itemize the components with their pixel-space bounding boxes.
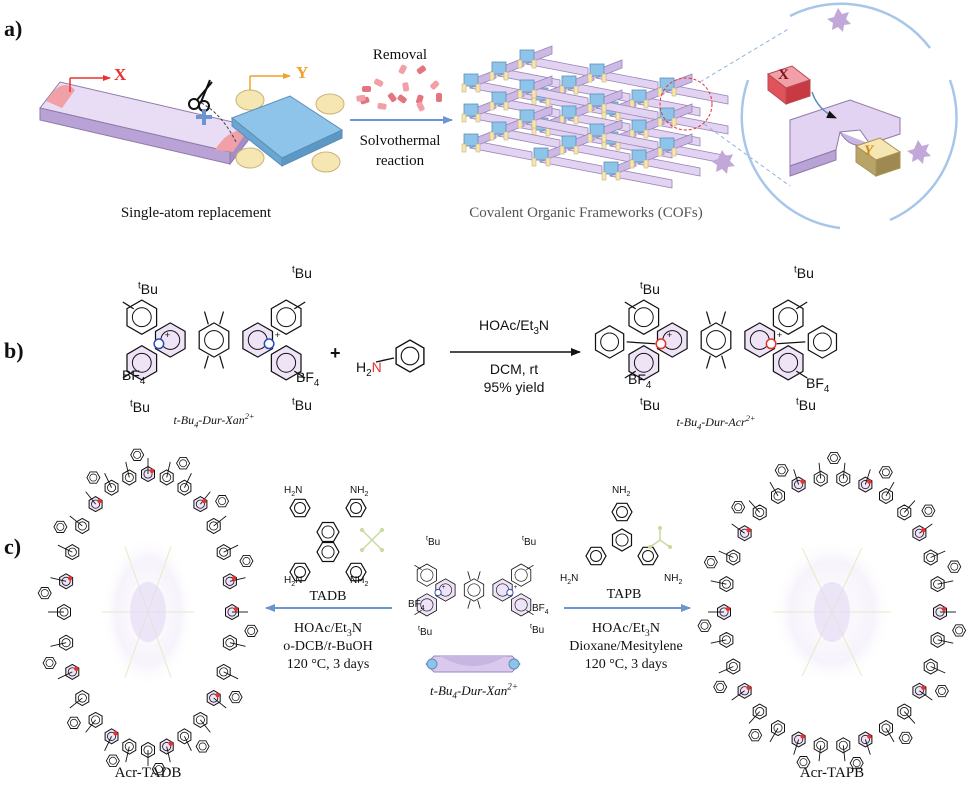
panel-label-c: c) [4, 534, 22, 559]
tbu-label: tBu [138, 280, 158, 297]
center-xanthenium-structure: ++ [414, 563, 534, 617]
bf4-label: BF4 [122, 367, 146, 387]
removal-particle [362, 86, 371, 92]
reaction-label-line2: reaction [375, 153, 425, 169]
cof-framework [461, 45, 729, 189]
zoom-inset [711, 2, 958, 230]
removal-particle [398, 64, 407, 75]
aniline-structure [375, 339, 425, 373]
svg-text:+: + [514, 584, 518, 591]
reactant-xanthenium-structure: ++ [122, 299, 306, 381]
zoom-x-label: X [778, 67, 789, 83]
scissors-icon [188, 79, 213, 112]
bf4-label: BF4 [628, 371, 652, 391]
tadb-structure [289, 498, 384, 582]
linker-cartoon [425, 655, 521, 673]
tapb-label: TAPB [606, 587, 642, 602]
removal-particle [416, 94, 424, 105]
tbu-label: tBu [426, 535, 441, 548]
left-conditions-line2: o-DCB/t-BuOH [283, 639, 373, 654]
bf4-label: BF4 [532, 603, 549, 617]
removal-particle [430, 80, 440, 90]
star-icon [907, 140, 931, 164]
y-label: Y [296, 63, 309, 82]
removal-label: Removal [372, 47, 428, 63]
removal-particle [402, 82, 410, 92]
svg-text:+: + [777, 330, 783, 341]
tadb-nh2-label: H2N [284, 575, 303, 589]
right-conditions-line1: HOAc/Et3N [592, 621, 660, 639]
panel-label-b: b) [4, 338, 24, 363]
conditions-b-line3: 95% yield [483, 379, 545, 395]
zoom-line-bottom [703, 123, 791, 187]
tadb-nh2-label: NH2 [350, 485, 369, 499]
acr-tapb-network [697, 451, 967, 770]
tapb-structure [585, 502, 672, 566]
removal-particle [416, 101, 425, 112]
product-name: t-Bu4-Dur-Acr2+ [676, 414, 756, 432]
cof-caption: Covalent Organic Frameworks (COFs) [469, 205, 703, 221]
tbu-label: tBu [640, 280, 660, 297]
bf4-label: BF4 [296, 369, 320, 389]
node-tile-y [231, 89, 345, 173]
acr-tadb-label: Acr-TADB [114, 765, 182, 781]
tapb-nh2-label: H2N [560, 573, 579, 587]
bf4-label: BF4 [806, 375, 830, 395]
conditions-b-line1: HOAc/Et3N [478, 317, 550, 337]
plus-icon [196, 109, 212, 125]
removal-particle [377, 102, 387, 110]
removal-particle [397, 94, 407, 104]
tbu-label: tBu [522, 535, 537, 548]
left-conditions-line3: 120 °C, 3 days [286, 657, 370, 672]
removal-particle [416, 65, 427, 75]
tbu-label: tBu [640, 396, 660, 413]
center-name: t-Bu4-Dur-Xan2+ [430, 681, 518, 701]
tbu-label: tBu [794, 264, 814, 281]
tbu-label: tBu [292, 264, 312, 281]
tbu-label: tBu [530, 623, 545, 636]
zoom-y-label: Y [864, 143, 874, 159]
plus-sign: + [330, 343, 341, 363]
amine-label: H2N [356, 359, 382, 379]
removal-particle [387, 92, 397, 103]
star-icon [827, 8, 851, 32]
reaction-label-line1: Solvothermal [359, 133, 441, 149]
linker-bar-x [39, 81, 251, 166]
tbu-label: tBu [418, 625, 433, 638]
product-acridinium-structure: ++ [594, 299, 838, 381]
left-conditions-line1: HOAc/Et3N [294, 621, 362, 639]
acr-tadb-network [37, 448, 259, 776]
tbu-label: tBu [292, 396, 312, 413]
zoom-highlight-circle [659, 77, 713, 131]
panel-label-a: a) [4, 16, 23, 41]
tapb-nh2-label: NH2 [664, 573, 683, 587]
right-conditions-line3: 120 °C, 3 days [584, 657, 668, 672]
bf4-label: BF4 [408, 599, 425, 613]
tbu-label: tBu [130, 398, 150, 415]
star-icon [711, 150, 735, 174]
tbu-label: tBu [796, 396, 816, 413]
svg-text:+: + [165, 330, 171, 341]
zoom-line-top [699, 27, 791, 83]
single-atom-caption: Single-atom replacement [120, 205, 272, 221]
conditions-b-line2: DCM, rt [489, 361, 539, 377]
svg-text:+: + [442, 584, 446, 591]
removal-particle [373, 78, 384, 87]
x-label: X [114, 65, 127, 84]
removal-particle [356, 94, 366, 102]
tadb-nh2-label: NH2 [350, 575, 369, 589]
tadb-label: TADB [309, 589, 347, 604]
acr-tapb-label: Acr-TAPB [799, 765, 865, 781]
tapb-nh2-label: NH2 [612, 485, 631, 499]
tadb-nh2-label: H2N [284, 485, 303, 499]
removal-particles [356, 64, 442, 112]
removal-particle [436, 93, 442, 102]
svg-text:+: + [275, 330, 281, 341]
right-conditions-line2: Dioxane/Mesitylene [569, 639, 683, 654]
reactant-name: t-Bu4-Dur-Xan2+ [173, 412, 255, 430]
svg-text:+: + [667, 330, 673, 341]
